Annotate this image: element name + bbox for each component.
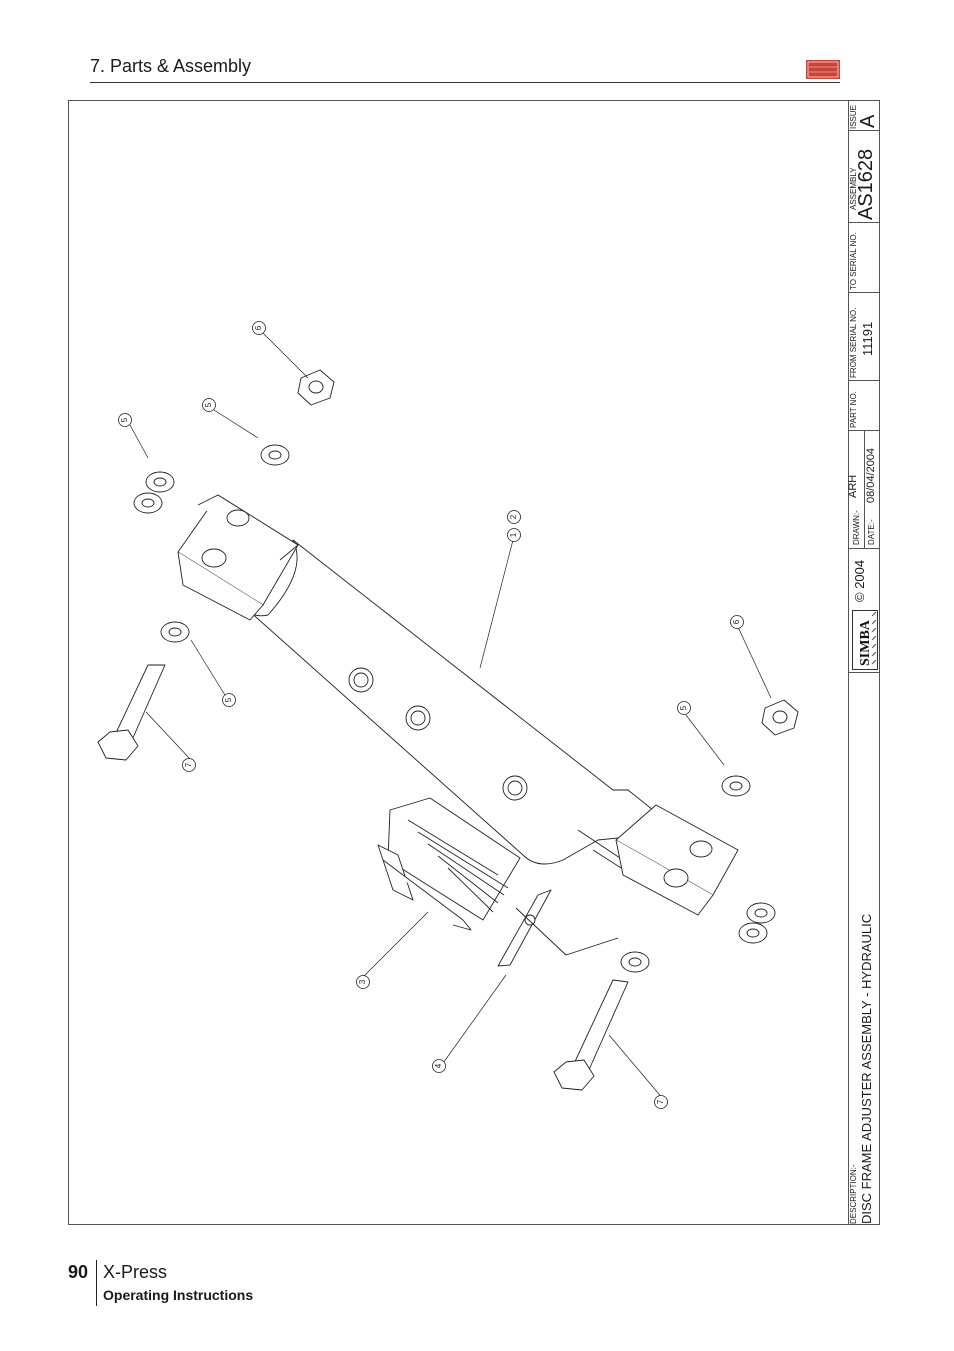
spacer-stack bbox=[377, 797, 521, 931]
title-block-divider bbox=[848, 380, 880, 381]
washer bbox=[145, 471, 175, 493]
lower-clevis bbox=[615, 804, 739, 916]
hinged-clip bbox=[497, 889, 552, 967]
callout-5: 5 bbox=[204, 402, 213, 407]
washer bbox=[721, 775, 751, 797]
callout-7: 7 bbox=[184, 762, 193, 767]
simba-logo bbox=[806, 60, 840, 79]
drawn-value: ARH bbox=[847, 474, 859, 498]
assembly-number: AS1628 bbox=[855, 148, 877, 220]
callout-3: 3 bbox=[358, 979, 367, 984]
date-value: 08/04/2004 bbox=[865, 447, 877, 503]
product-name: X-Press bbox=[103, 1262, 168, 1282]
title-block bbox=[848, 100, 880, 1225]
title-block-divider bbox=[848, 130, 880, 131]
issue-value: A bbox=[857, 114, 879, 128]
simba-brand-logo: SIMBA bbox=[852, 610, 878, 670]
upper-clevis bbox=[177, 494, 299, 621]
section-title: 7. Parts & Assembly bbox=[90, 56, 252, 76]
callout-5: 5 bbox=[120, 417, 129, 422]
title-block-divider bbox=[848, 292, 880, 293]
header-divider bbox=[90, 82, 840, 83]
callout-6: 6 bbox=[732, 619, 741, 624]
nut bbox=[761, 699, 799, 736]
cylinder-port bbox=[502, 775, 528, 801]
cylinder-port bbox=[348, 667, 374, 693]
washer bbox=[746, 902, 776, 924]
washer bbox=[738, 922, 768, 944]
bolt bbox=[553, 979, 629, 1091]
washer bbox=[620, 951, 650, 973]
copyright: © 2004 bbox=[852, 559, 867, 602]
cylinder-port bbox=[405, 705, 431, 731]
title-block-divider bbox=[864, 430, 865, 548]
title-block-divider bbox=[848, 672, 880, 673]
washer bbox=[133, 492, 163, 514]
description-label: DESCRIPTION:- bbox=[849, 1164, 858, 1224]
title-block-divider bbox=[848, 548, 880, 549]
callout-6: 6 bbox=[254, 325, 263, 330]
callout-5: 5 bbox=[679, 705, 688, 710]
callout-4: 4 bbox=[434, 1063, 443, 1068]
date-label: DATE:- bbox=[867, 519, 876, 545]
exploded-assembly-drawing: 6 5 5 1 2 5 7 6 5 3 4 7 bbox=[97, 321, 799, 1109]
page-number: 90 bbox=[68, 1262, 89, 1282]
footer-divider bbox=[96, 1260, 97, 1306]
callout-7: 7 bbox=[656, 1099, 665, 1104]
bolt bbox=[97, 664, 166, 761]
to-serial-label: TO SERIAL NO. bbox=[849, 232, 858, 290]
callout-1: 1 bbox=[509, 532, 518, 537]
description-value: DISC FRAME ADJUSTER ASSEMBLY - HYDRAULIC bbox=[859, 913, 874, 1224]
callout-2: 2 bbox=[509, 514, 518, 519]
nut bbox=[297, 369, 335, 406]
document-subtitle: Operating Instructions bbox=[103, 1287, 254, 1303]
washer bbox=[160, 621, 190, 643]
washer bbox=[260, 444, 290, 466]
drawn-label: DRAWN:- bbox=[852, 510, 861, 545]
part-no-label: PART NO. bbox=[849, 391, 858, 428]
brand-wordmark: SIMBA bbox=[858, 619, 873, 666]
from-serial-label: FROM SERIAL NO. bbox=[849, 307, 858, 378]
from-serial-value: 11191 bbox=[860, 321, 875, 356]
callout-5: 5 bbox=[224, 697, 233, 702]
drawing-frame bbox=[68, 100, 880, 1225]
title-block-divider bbox=[848, 222, 880, 223]
